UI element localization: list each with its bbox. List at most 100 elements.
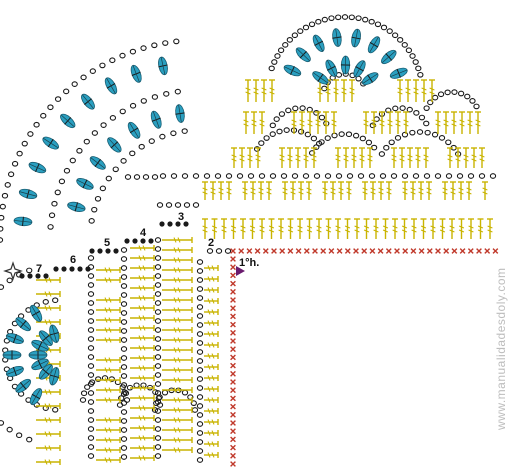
chain-stitch — [91, 206, 98, 213]
treble-stitch — [346, 181, 352, 200]
chain-stitch — [154, 255, 162, 261]
treble-stitch — [162, 347, 193, 353]
chain-stitch-layer — [0, 14, 497, 463]
treble-stitch — [362, 181, 368, 200]
treble-stitch — [162, 377, 193, 383]
treble-stitch — [130, 405, 155, 411]
chain-stitch — [87, 318, 95, 324]
chain-stitch — [304, 131, 311, 138]
chain-stitch — [87, 300, 95, 306]
chain-stitch — [359, 135, 366, 142]
treble-stitch — [130, 385, 155, 391]
chain-stitch — [456, 173, 464, 179]
chain-stitch — [154, 273, 162, 279]
treble-stitch — [162, 307, 193, 313]
treble-stitch — [411, 218, 417, 239]
chain-stitch — [397, 36, 404, 43]
chain-stitch — [225, 173, 233, 179]
chain-stitch — [423, 120, 430, 127]
chain-stitch — [464, 93, 471, 100]
treble-stitch — [204, 331, 219, 337]
chain-stitch — [142, 174, 150, 180]
puff-leaf — [13, 216, 33, 227]
treble-stitch — [363, 111, 369, 134]
chain-stitch — [196, 304, 204, 310]
chain-stitch — [196, 367, 204, 373]
chain-stitch — [409, 129, 416, 136]
single-crochet — [492, 248, 499, 254]
chain-stitch — [87, 363, 95, 369]
chain-stitch — [87, 399, 95, 405]
chain-stitch — [99, 62, 106, 69]
round-label-5: 5 — [104, 237, 110, 249]
chain-stitch — [383, 144, 390, 151]
treble-stitch — [162, 387, 193, 393]
chain-stitch — [120, 346, 128, 352]
chain-stitch — [154, 381, 162, 387]
chain-stitch — [236, 173, 244, 179]
treble-stitch — [211, 218, 218, 239]
chain-stitch — [159, 173, 167, 179]
chain-stitch — [196, 340, 204, 346]
chain-stitch — [405, 47, 413, 54]
treble-stitch — [36, 403, 61, 409]
single-crochet — [230, 305, 236, 312]
chain-stitch — [120, 418, 128, 424]
chain-stitch — [154, 318, 162, 324]
treble-stitch — [162, 357, 193, 363]
treble-stitch — [316, 218, 322, 239]
treble-stitch — [96, 297, 121, 303]
treble-stitch — [240, 218, 246, 239]
chain-stitch — [0, 214, 5, 221]
round-start-bead — [35, 273, 41, 279]
chain-stitch — [152, 389, 159, 395]
treble-stitch — [335, 218, 341, 239]
chain-stitch — [0, 225, 4, 232]
treble-stitch — [210, 181, 216, 200]
round-start-bead — [167, 221, 173, 227]
chain-stitch — [181, 389, 189, 396]
treble-stitch — [291, 111, 297, 134]
treble-stitch — [290, 181, 296, 200]
chain-stitch — [196, 376, 204, 382]
treble-stitch — [162, 267, 193, 273]
chain-stitch — [154, 435, 162, 441]
single-crochet — [476, 248, 482, 254]
treble-stitch — [391, 147, 397, 168]
chain-stitch — [63, 167, 71, 174]
treble-stitch — [96, 337, 121, 343]
chain-stitch — [91, 130, 99, 136]
chain-stitch — [445, 139, 452, 146]
chain-stitch — [124, 174, 132, 180]
single-crochet — [279, 248, 286, 254]
treble-stitch — [295, 147, 301, 168]
treble-stitch — [471, 147, 477, 168]
single-crochet — [230, 452, 236, 459]
chain-stitch — [170, 130, 177, 137]
treble-stitch — [96, 387, 121, 393]
chain-stitch — [154, 372, 162, 378]
treble-stitch — [413, 79, 419, 102]
round-start-bead — [53, 266, 59, 272]
treble-stitch — [371, 111, 377, 134]
chain-stitch — [318, 114, 326, 121]
puff-leaf — [127, 121, 141, 139]
treble-stitch — [204, 298, 219, 304]
chain-stitch — [51, 200, 58, 207]
chain-stitch — [120, 454, 128, 460]
chain-stitch — [89, 68, 96, 74]
chain-stitch — [467, 173, 475, 179]
treble-stitch — [367, 147, 373, 168]
treble-stitch — [359, 147, 365, 168]
single-crochet — [361, 248, 368, 254]
single-crochet — [230, 403, 236, 410]
treble-stitch — [218, 181, 224, 200]
single-crochet — [230, 329, 236, 336]
single-crochet — [230, 461, 236, 467]
treble-stitch — [415, 147, 421, 168]
treble-stitch — [399, 147, 405, 168]
round-label-1: 1°h. — [239, 257, 259, 269]
single-crochet — [230, 256, 236, 262]
chain-stitch — [263, 135, 270, 141]
treble-stitch — [261, 79, 267, 102]
